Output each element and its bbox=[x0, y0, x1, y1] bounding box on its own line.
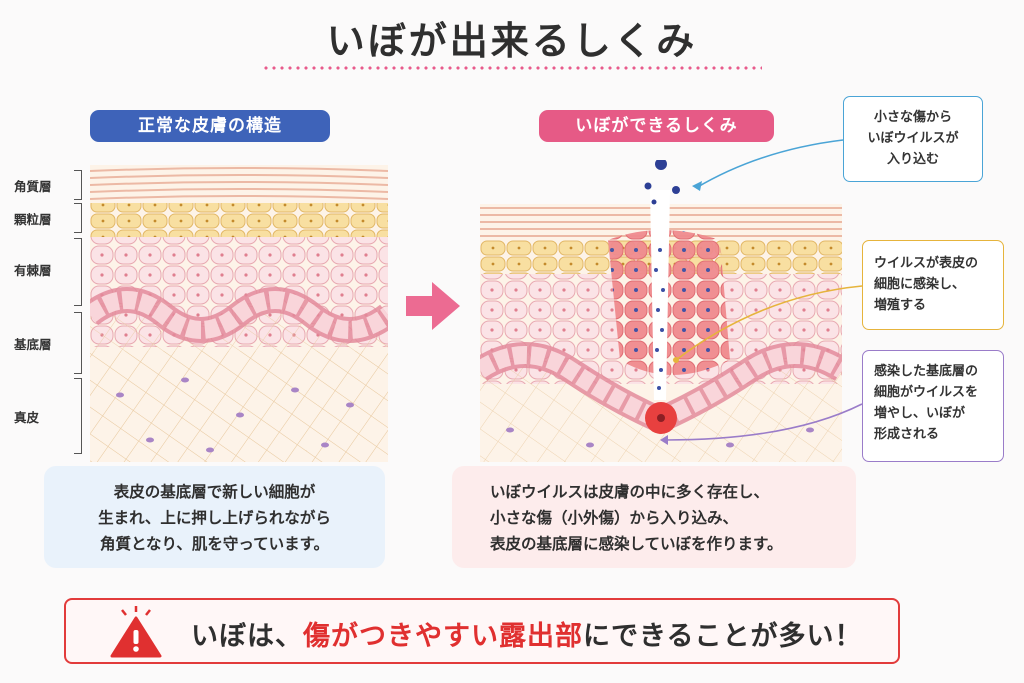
callout-virus-entry: 小さな傷から いぼウイルスが 入り込む bbox=[843, 96, 983, 182]
layer-bracket bbox=[74, 203, 82, 233]
layer-bracket bbox=[74, 312, 82, 374]
layer-bracket bbox=[74, 170, 82, 200]
callout-virus-proliferation: ウイルスが表皮の 細胞に感染し、 増殖する bbox=[862, 240, 1004, 330]
layer-label-spinous: 有棘層 bbox=[14, 263, 52, 278]
warning-banner: いぼは、傷がつきやすい露出部にできることが多い！ bbox=[64, 598, 900, 664]
warning-text: いぼは、傷がつきやすい露出部にできることが多い！ bbox=[191, 621, 863, 652]
callout-wart-formation: 感染した基底層の 細胞がウイルスを 増やし、いぼが 形成される bbox=[862, 350, 1004, 462]
normal-skin-heading: 正常な皮膚の構造 bbox=[90, 110, 330, 142]
title-dotted-underline bbox=[262, 66, 762, 70]
wart-formation-heading: いぼができるしくみ bbox=[539, 110, 774, 142]
layer-bracket bbox=[74, 238, 82, 306]
warning-emphasis: 傷がつきやすい露出部 bbox=[303, 621, 583, 652]
layer-label-granular: 顆粒層 bbox=[14, 212, 52, 227]
normal-skin-illustration bbox=[90, 165, 388, 462]
layer-bracket bbox=[74, 378, 82, 454]
wart-formation-description: いぼウイルスは皮膚の中に多く存在し、 小さな傷（小外傷）から入り込み、 表皮の基… bbox=[452, 466, 856, 568]
right-arrow-icon bbox=[406, 282, 460, 330]
layer-label-basal: 基底層 bbox=[14, 337, 52, 352]
page-title: いぼが出来るしくみ bbox=[326, 19, 698, 63]
layer-label-dermis: 真皮 bbox=[14, 410, 40, 425]
layer-label-stratum-corneum: 角質層 bbox=[14, 179, 52, 194]
normal-skin-description: 表皮の基底層で新しい細胞が 生まれ、上に押し上げられながら 角質となり、肌を守っ… bbox=[44, 466, 385, 568]
warning-triangle-icon bbox=[110, 606, 162, 658]
